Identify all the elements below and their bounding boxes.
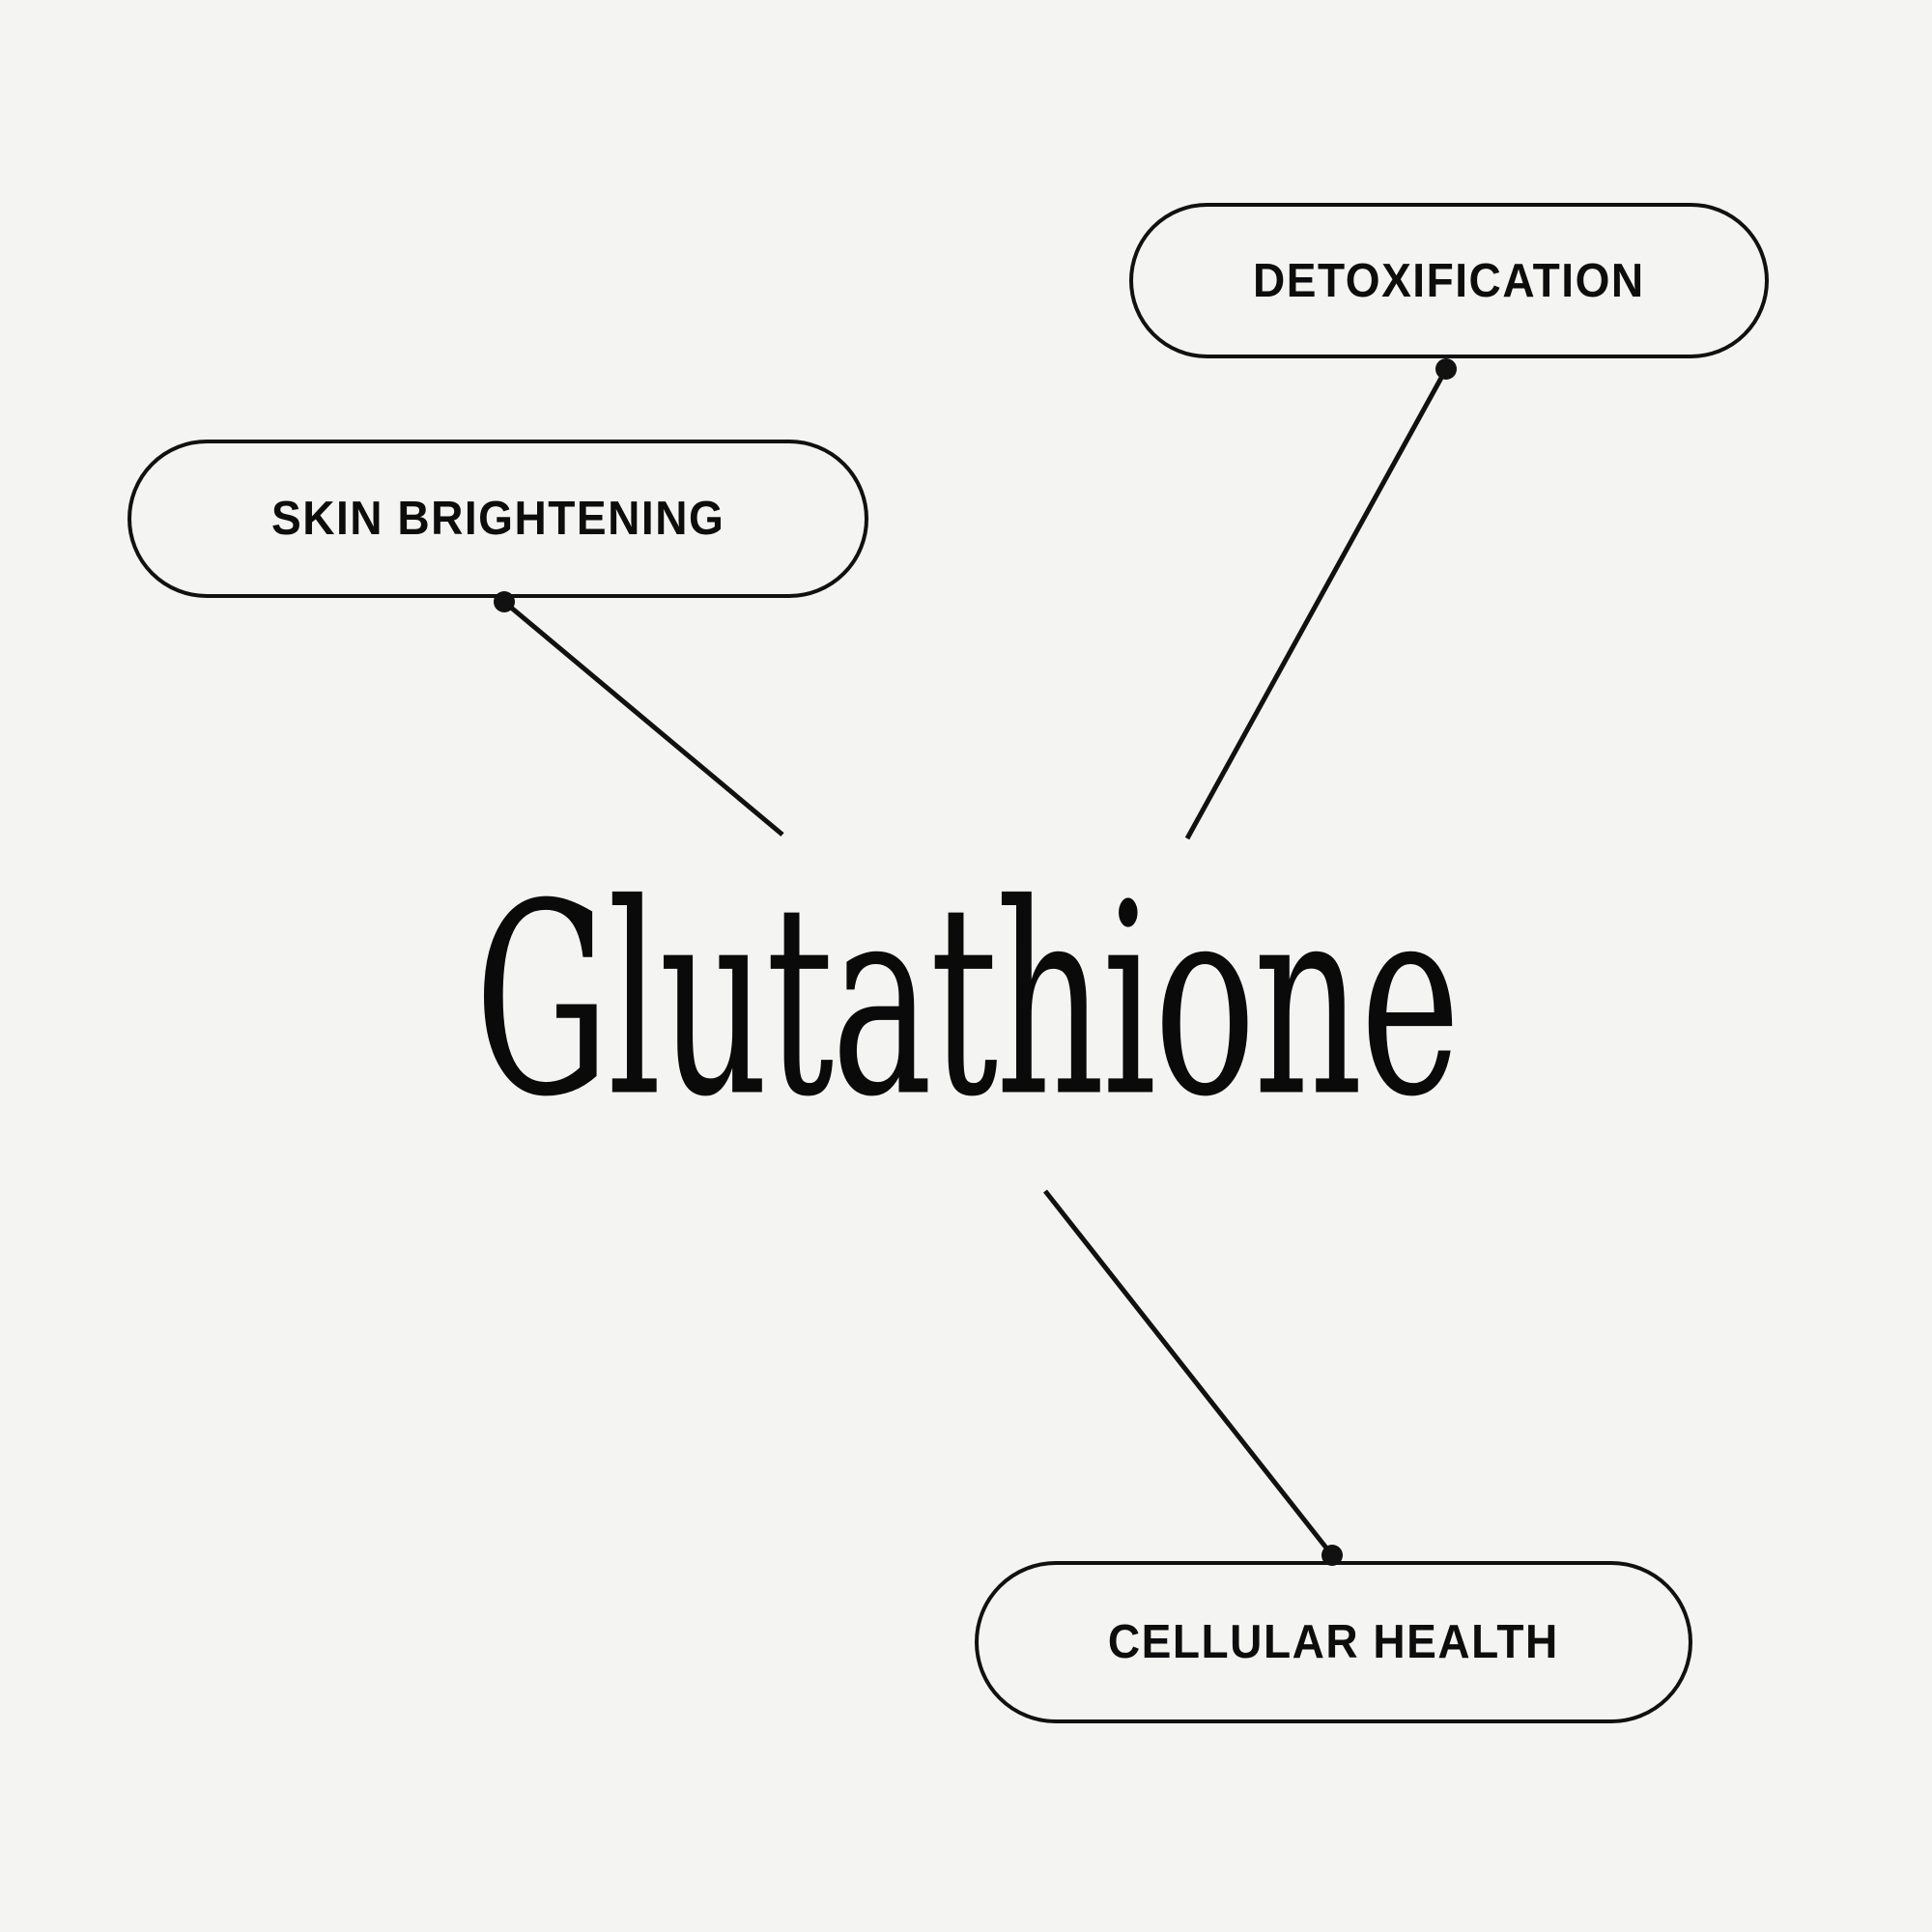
node-pill-cellular-health[interactable]: CELLULAR HEALTH — [975, 1561, 1692, 1723]
node-pill-skin-brightening[interactable]: SKIN BRIGHTENING — [128, 440, 868, 598]
node-label-detoxification: DETOXIFICATION — [1253, 254, 1645, 307]
node-label-cellular-health: CELLULAR HEALTH — [1108, 1616, 1559, 1668]
node-pill-detoxification[interactable]: DETOXIFICATION — [1129, 203, 1769, 358]
center-term: Glutathione — [0, 869, 1932, 1133]
center-term-text: Glutathione — [473, 847, 1461, 1155]
connector-line-cellular-health — [1043, 1189, 1334, 1557]
connector-line-detoxification — [1184, 367, 1449, 840]
connector-line-skin-brightening — [502, 600, 784, 837]
connector-dot-detoxification — [1435, 358, 1457, 380]
node-label-skin-brightening: SKIN BRIGHTENING — [270, 493, 725, 545]
